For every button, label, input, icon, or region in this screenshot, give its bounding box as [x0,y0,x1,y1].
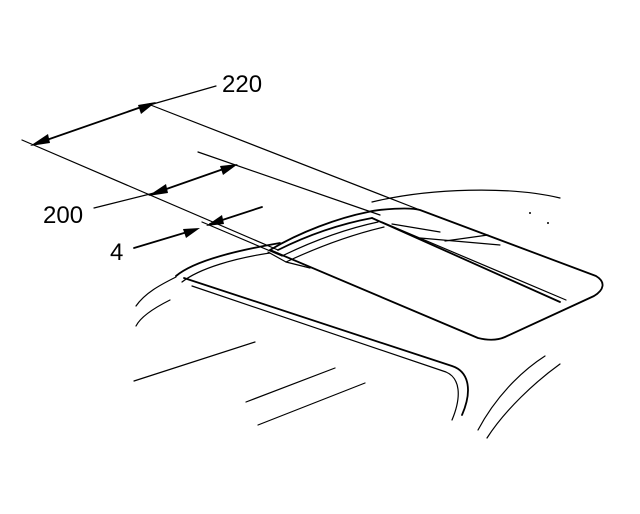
dim-200-leader [93,191,159,209]
sunroof-seal-front-2 [281,221,379,257]
dim-4-arrowhead-inner [206,215,224,226]
sunroof-seal-front-3 [285,226,385,263]
callout-labels: 220 200 4 [43,71,262,266]
body-right-curve-1 [477,355,546,431]
dim-4-arrowhead-outer [183,228,200,238]
dim-4-arrow-outer [133,229,195,249]
roof-rail-outer [183,277,469,416]
roof-front-edge-inner [181,252,271,283]
panel-corner-detail [267,251,311,269]
sunroof-seal-rear-2 [381,221,567,301]
dimension-arrows [30,85,263,249]
callout-4: 4 [110,239,123,266]
glass-reflection-1 [391,223,441,233]
glass-reflection-3 [444,234,489,242]
sunroof-panel-outline [269,207,604,341]
vehicle-roof [133,189,561,439]
roof-rear-curve [371,189,561,203]
sunroof-seal-front [277,217,373,251]
glass-reflection-2 [419,237,501,246]
roof-rail-inner [191,285,459,421]
speck-mark [547,222,549,224]
sunroof-seal-rear [371,217,561,303]
dim-200-arrow-line [154,165,233,194]
speck-mark [529,212,531,214]
dim-220-arrow-line [37,103,151,144]
windshield-reflection-2 [245,367,336,403]
dim-200-arrowhead-right [220,164,238,175]
body-side-curve [135,299,171,327]
dim-220-arrowhead-right [138,102,156,114]
callout-220: 220 [222,71,262,98]
sunroof-panel [267,207,604,341]
dim-220-arrowhead-left [30,134,50,146]
callout-200: 200 [43,202,83,229]
windshield-reflection-3 [257,382,366,426]
ext-220-rear [147,103,421,211]
a-pillar-curve [135,276,177,307]
ext-4 [201,221,283,257]
dim-220-leader [152,85,217,105]
body-right-curve-2 [486,363,561,439]
ext-200-rear [197,151,381,216]
windshield-reflection-1 [133,341,256,382]
